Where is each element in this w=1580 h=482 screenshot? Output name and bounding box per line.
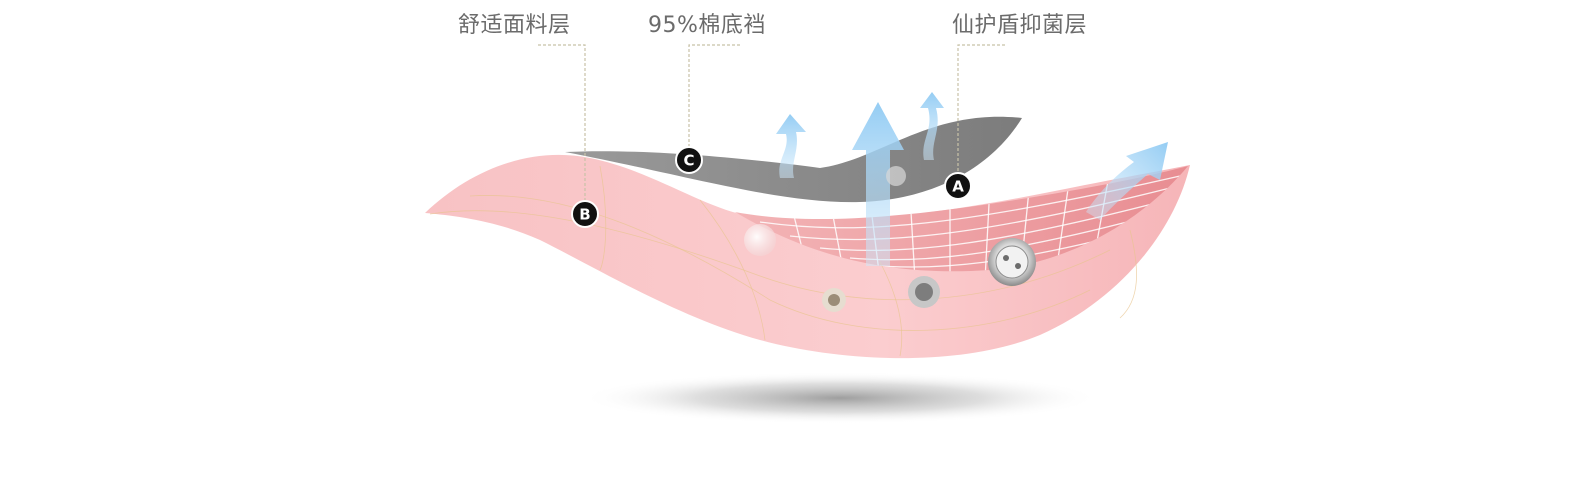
label-cotton-crotch: 95%棉底裆 — [648, 7, 766, 39]
marker-a: A — [945, 173, 971, 199]
marker-a-label: A — [952, 178, 964, 196]
germ-icon-small — [822, 288, 846, 312]
germ-icon-large — [988, 238, 1036, 286]
marker-c-label: C — [683, 152, 694, 170]
moisture-bubble — [744, 224, 776, 256]
label-antibacterial-layer: 仙护盾抑菌层 — [952, 7, 1087, 39]
marker-b: B — [572, 201, 598, 227]
floor-shadow — [580, 372, 1100, 424]
leader-line-c — [689, 45, 740, 158]
germ-icon-medium — [908, 276, 940, 308]
moisture-bubble-small — [886, 166, 906, 186]
label-comfort-layer: 舒适面料层 — [458, 7, 571, 39]
marker-c: C — [676, 147, 702, 173]
marker-b-label: B — [579, 206, 590, 224]
